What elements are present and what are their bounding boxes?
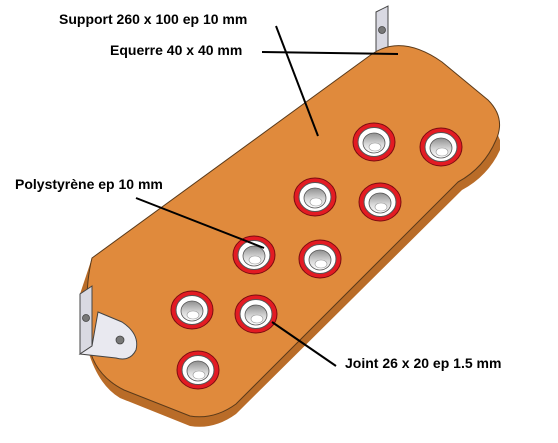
hole-6 (298, 239, 342, 279)
label-polystyrene: Polystyrène ep 10 mm (15, 176, 163, 192)
hole-2 (419, 127, 463, 167)
leader-equerre (261, 51, 399, 55)
bracket-bottom-vertical-hole (82, 314, 90, 322)
hole-3 (293, 177, 337, 217)
hole-7 (170, 290, 214, 330)
hole-bottom (374, 202, 388, 212)
hole-bottom (314, 259, 328, 269)
hole-bottom (192, 370, 206, 380)
label-support: Support 260 x 100 ep 10 mm (59, 11, 248, 27)
hole-bottom (435, 147, 449, 157)
label-joint: Joint 26 x 20 ep 1.5 mm (345, 355, 502, 371)
hole-bottom (368, 142, 382, 152)
leader-joint (271, 321, 337, 367)
hole-bottom (309, 197, 323, 207)
hole-9 (176, 350, 220, 390)
bracket-bottom-bolt-hole (115, 335, 125, 345)
bracket-bottom-left (78, 285, 138, 360)
hole-bottom (250, 314, 264, 324)
label-equerre: Equerre 40 x 40 mm (110, 42, 243, 58)
hole-bottom (248, 255, 262, 265)
hole-8 (234, 294, 278, 334)
hole-5 (232, 235, 276, 275)
bracket-top-vertical-hole (378, 26, 386, 34)
hole-bottom (186, 310, 200, 320)
leader-polystyrene (135, 197, 265, 249)
holes-group (170, 122, 463, 390)
leader-support (275, 25, 319, 137)
bracket-bottom-horizontal-flange (78, 311, 138, 360)
hole-4 (358, 182, 402, 222)
leader-lines (135, 25, 399, 367)
hole-1 (352, 122, 396, 162)
